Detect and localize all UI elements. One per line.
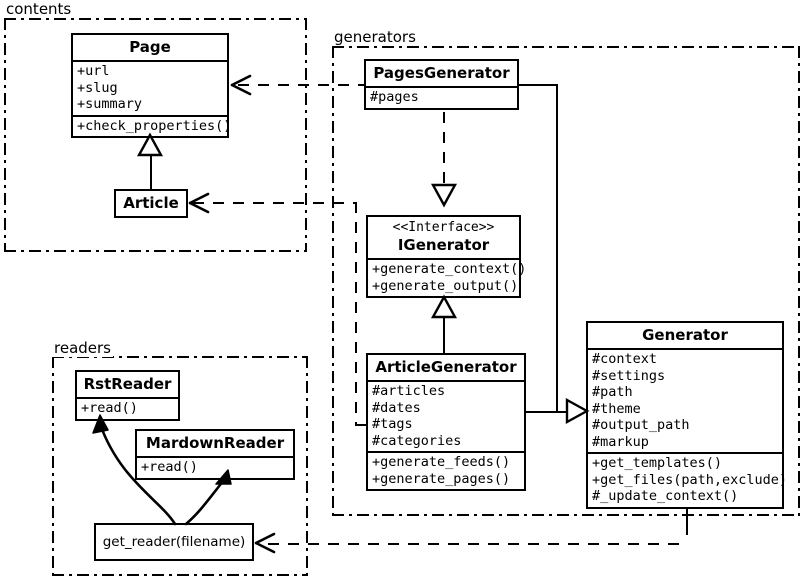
attribute: #tags (372, 416, 413, 432)
class-generator-title: Generator (642, 326, 728, 344)
attribute: #settings (592, 367, 666, 384)
attribute: #dates (372, 399, 421, 416)
attribute: #output_path (592, 417, 690, 433)
class-rst-reader-operations: +read() (77, 397, 178, 419)
operation: +generate_context() (372, 261, 527, 277)
package-readers-border-top (52, 356, 308, 358)
real-pagesgenerator-igenerator-line (443, 112, 445, 187)
package-generators-border-top (332, 46, 800, 48)
operation: +get_templates() (592, 455, 723, 471)
class-page-operations: +check_properties() (73, 114, 232, 137)
class-generator[interactable]: Generator #context #settings #path #them… (586, 321, 788, 509)
package-generators-border-left (332, 46, 334, 516)
package-readers-border-right (306, 356, 308, 576)
package-contents-border-left (4, 18, 6, 252)
class-article-generator-attributes: #articles #dates #tags #categories (368, 380, 524, 451)
attribute: #categories (372, 432, 462, 449)
attribute: +summary (77, 96, 143, 112)
dep-articlegenerator-article-stub (355, 424, 367, 426)
operation: #_update_context() (592, 488, 739, 504)
operation: +read() (81, 400, 138, 416)
package-contents-border-top (4, 18, 307, 20)
operation: +generate_output() (372, 277, 519, 294)
attribute: #path (592, 384, 633, 400)
gen-generator-rail-vertical (556, 84, 558, 413)
class-page[interactable]: Page +url +slug +summary +check_properti… (71, 33, 232, 138)
class-page-title: Page (129, 38, 171, 56)
package-contents (4, 18, 307, 252)
class-pages-generator-attributes: #pages (366, 86, 517, 108)
class-rst-reader[interactable]: RstReader +read() (75, 370, 180, 421)
gen-pagesgenerator-rail-top (518, 84, 558, 86)
dep-generator-getreader-line (268, 543, 688, 545)
class-article-generator-operations: +generate_feeds() +generate_pages() (368, 451, 524, 489)
dep-pagesgenerator-page-line (238, 84, 366, 86)
package-readers-label: readers (52, 339, 113, 357)
package-generators (332, 46, 800, 516)
operation: +generate_feeds() (372, 454, 511, 470)
class-article-generator-title: ArticleGenerator (375, 358, 517, 376)
class-pages-generator[interactable]: PagesGenerator #pages (364, 59, 519, 110)
class-article[interactable]: Article (114, 189, 188, 218)
package-contents-border-bottom (4, 250, 307, 252)
package-contents-label: contents (4, 0, 74, 18)
class-igenerator[interactable]: <<Interface>> IGenerator +generate_conte… (366, 215, 527, 298)
dep-articlegenerator-article-v (355, 202, 357, 425)
function-get-reader[interactable]: get_reader(filename) (94, 523, 254, 561)
operation: +get_files(path,exclude) (592, 471, 788, 488)
function-get-reader-label: get_reader(filename) (102, 534, 246, 550)
package-generators-label: generators (332, 28, 418, 46)
class-igenerator-stereotype: <<Interface>> (392, 220, 495, 235)
operation: +check_properties() (77, 117, 232, 134)
class-page-attributes: +url +slug +summary (73, 60, 227, 115)
gen-articlegenerator-rail (525, 411, 558, 413)
class-rst-reader-title: RstReader (83, 375, 172, 393)
class-igenerator-title: IGenerator (397, 236, 490, 254)
package-readers-border-left (52, 356, 54, 576)
attribute: #markup (592, 433, 649, 450)
class-pages-generator-title: PagesGenerator (373, 64, 510, 82)
gen-rail-to-generator (556, 411, 572, 413)
package-contents-border-right (305, 18, 307, 252)
gen-articlegenerator-igenerator-line (443, 312, 445, 354)
attribute: #theme (592, 400, 641, 417)
gen-article-page-line (150, 140, 152, 190)
class-mardown-reader-title: MardownReader (145, 434, 285, 452)
class-generator-operations: +get_templates() +get_files(path,exclude… (588, 452, 788, 507)
attribute: +slug (77, 79, 118, 96)
class-mardown-reader[interactable]: MardownReader +read() (135, 429, 295, 480)
class-article-title: Article (123, 194, 179, 212)
dep-articlegenerator-article-h (193, 202, 356, 204)
class-igenerator-operations: +generate_context() +generate_output() (368, 258, 527, 296)
dep-generator-getreader-stub (686, 505, 688, 535)
attribute: #pages (370, 89, 419, 105)
operation: +read() (141, 459, 198, 475)
class-generator-attributes: #context #settings #path #theme #output_… (588, 348, 782, 452)
package-generators-border-bottom (332, 514, 800, 516)
class-article-generator[interactable]: ArticleGenerator #articles #dates #tags … (366, 353, 526, 491)
attribute: +url (77, 63, 110, 79)
package-readers (52, 356, 308, 576)
package-generators-border-right (798, 46, 800, 516)
operation: +generate_pages() (372, 470, 511, 487)
package-readers-border-bottom (52, 574, 308, 576)
attribute: #articles (372, 383, 446, 399)
class-mardown-reader-operations: +read() (137, 456, 293, 478)
attribute: #context (592, 351, 658, 367)
